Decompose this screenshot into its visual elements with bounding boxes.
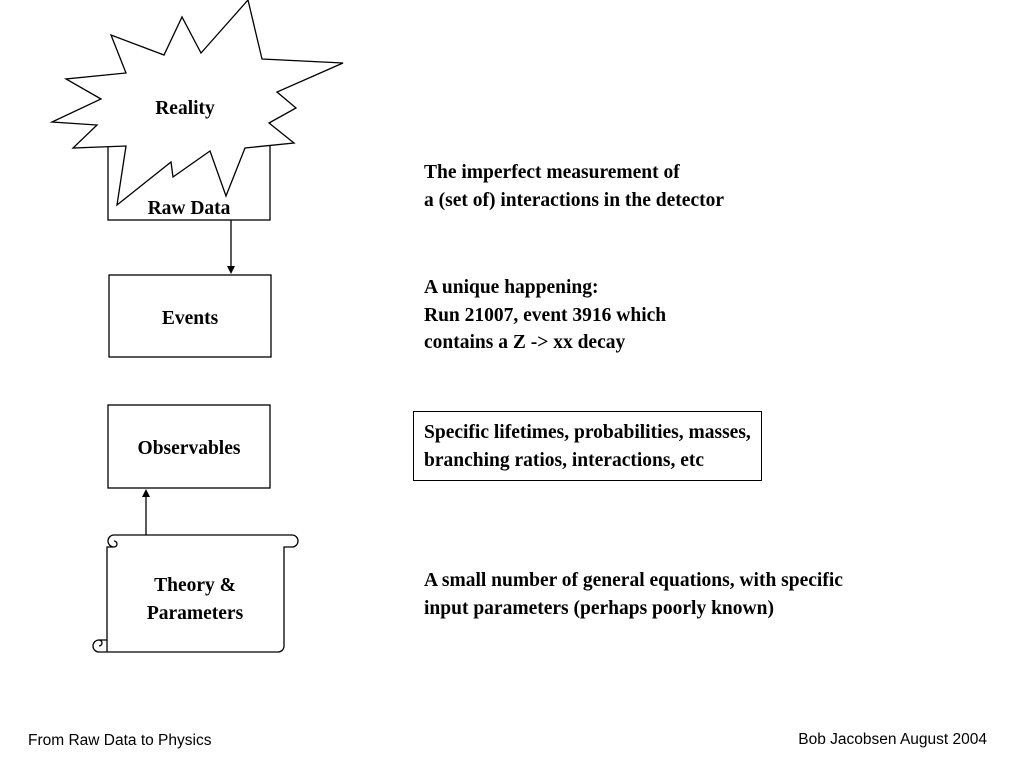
description-line: a (set of) interactions in the detector bbox=[424, 189, 724, 211]
observables-box bbox=[107, 404, 271, 489]
description-line: The imperfect measurement of bbox=[424, 162, 680, 183]
theory-scroll bbox=[92, 534, 299, 653]
theory-label-line1: Theory & bbox=[154, 575, 236, 596]
description-line: A small number of general equations, wit… bbox=[424, 570, 843, 591]
footer-title: From Raw Data to Physics bbox=[28, 732, 212, 749]
description-line: Run 21007, event 3916 which bbox=[424, 304, 667, 326]
description-line: branching ratios, interactions, etc bbox=[424, 449, 705, 471]
events-label: Events bbox=[162, 308, 219, 329]
events-box bbox=[108, 274, 272, 358]
reality-starburst bbox=[49, 0, 344, 207]
description-line: Specific lifetimes, probabilities, masse… bbox=[424, 422, 751, 443]
footer-author-date: Bob Jacobsen August 2004 bbox=[798, 731, 987, 748]
raw-data-description: The imperfect measurement of a (set of) … bbox=[424, 159, 724, 214]
theory-description: A small number of general equations, wit… bbox=[424, 567, 843, 622]
description-line: A unique happening: bbox=[424, 277, 599, 298]
observables-label: Observables bbox=[138, 438, 241, 459]
theory-label-line2: Parameters bbox=[147, 603, 244, 624]
description-line: input parameters (perhaps poorly known) bbox=[424, 597, 774, 619]
description-line: contains a Z -> xx decay bbox=[424, 332, 626, 353]
observables-description: Specific lifetimes, probabilities, masse… bbox=[413, 411, 762, 481]
raw-data-label: Raw Data bbox=[148, 198, 231, 219]
events-description: A unique happening: Run 21007, event 391… bbox=[424, 274, 666, 357]
reality-label: Reality bbox=[155, 98, 215, 119]
